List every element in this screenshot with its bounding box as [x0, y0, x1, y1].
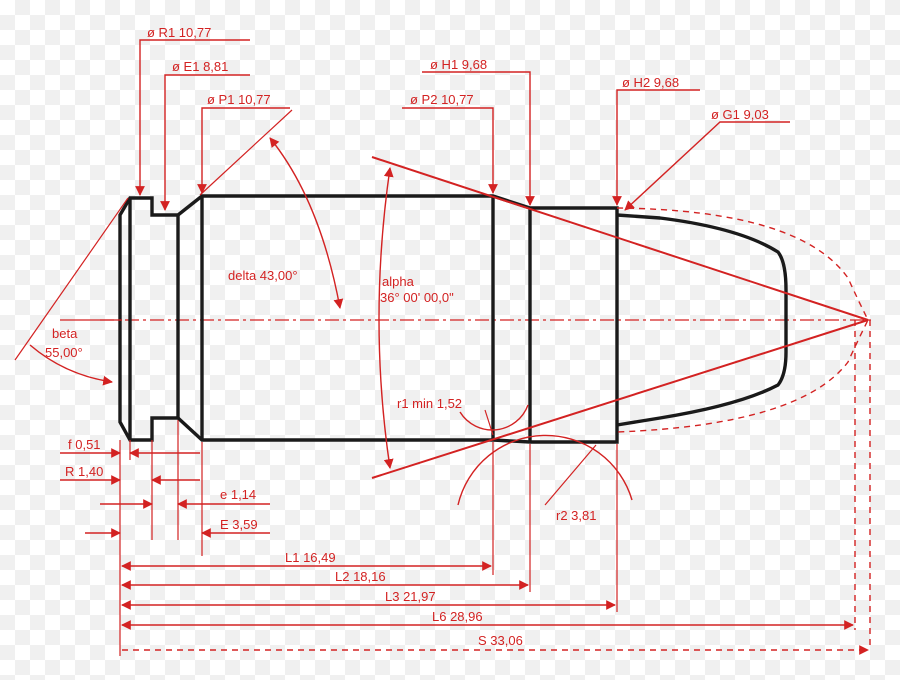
label-p2: ø P2 10,77	[410, 92, 474, 107]
beta-leader-upper	[14, 197, 129, 361]
label-beta-value: 55,00°	[45, 345, 83, 360]
label-delta: delta 43,00°	[228, 268, 298, 283]
r1-arc	[459, 404, 529, 431]
r2-leader	[544, 444, 597, 506]
alpha-arc	[378, 167, 394, 469]
label-beta-name: beta	[52, 326, 78, 341]
label-h2: ø H2 9,68	[622, 75, 679, 90]
label-e1: ø E1 8,81	[172, 59, 228, 74]
delta-leader	[199, 109, 293, 196]
label-rim-r: R 1,40	[65, 464, 103, 479]
delta-arc	[269, 137, 344, 309]
label-l1: L1 16,49	[285, 550, 336, 565]
extension-lines	[492, 320, 871, 650]
label-r1-min: r1 min 1,52	[397, 396, 462, 411]
label-p1: ø P1 10,77	[207, 92, 271, 107]
label-r2: r2 3,81	[556, 508, 596, 523]
label-f: f 0,51	[68, 437, 101, 452]
alpha-taper-lines	[371, 156, 869, 479]
label-l3: L3 21,97	[385, 589, 436, 604]
label-s: S 33,06	[478, 633, 523, 648]
label-h1: ø H1 9,68	[430, 57, 487, 72]
r1-leader	[484, 409, 494, 436]
label-e: e 1,14	[220, 487, 256, 502]
ogive-profile-dashed	[616, 207, 869, 433]
label-alpha-name: alpha	[382, 274, 415, 289]
r2-arc	[457, 434, 633, 506]
label-big-e: E 3,59	[220, 517, 258, 532]
case-body-outline	[118, 194, 619, 444]
length-dimensions	[121, 561, 869, 655]
label-l6: L6 28,96	[432, 609, 483, 624]
rim-dimension-lines	[60, 420, 270, 656]
beta-arc	[29, 344, 113, 386]
diameter-leaders	[135, 39, 790, 211]
label-r1: ø R1 10,77	[147, 25, 211, 40]
label-alpha-value: 36° 00' 00,0"	[380, 290, 454, 305]
label-l2: L2 18,16	[335, 569, 386, 584]
bullet-outline	[616, 213, 788, 427]
label-g1: ø G1 9,03	[711, 107, 769, 122]
